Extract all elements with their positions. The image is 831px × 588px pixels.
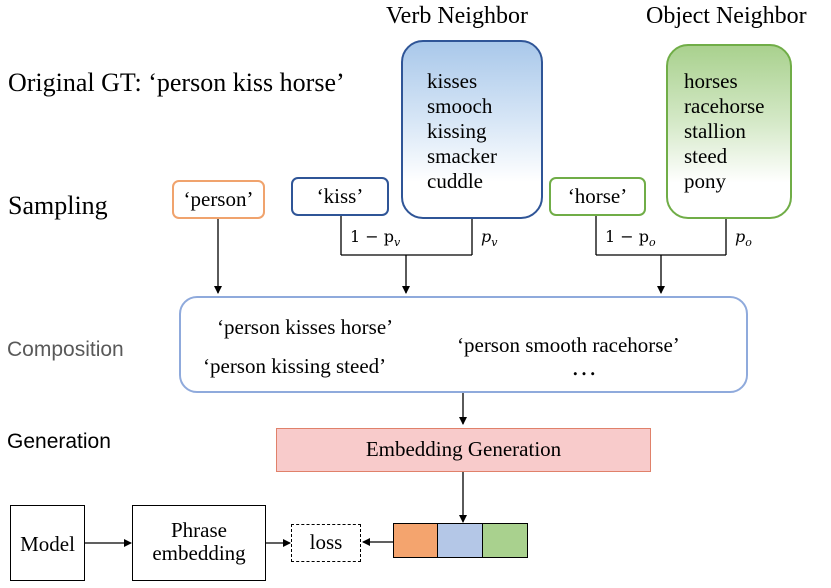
object-replace-probability: po	[735, 227, 752, 250]
embedding-cell-blue	[437, 523, 483, 558]
phrase-embedding-box: Phrase embedding	[132, 505, 266, 581]
verb-neighbor-header: Verb Neighbor	[386, 3, 528, 29]
generation-label: Generation	[7, 430, 111, 453]
object-neighbor-item: stallion	[684, 119, 746, 143]
object-neighbor-item: horses	[684, 69, 738, 93]
verb-neighbor-item: cuddle	[427, 169, 483, 193]
model-label: Model	[20, 532, 75, 556]
object-neighbor-item: racehorse	[684, 94, 765, 118]
model-box: Model	[10, 505, 85, 581]
verb-neighbor-item: smooch	[427, 94, 493, 118]
object-keep-probability: 1 − po	[605, 227, 656, 250]
object-neighbor-item: pony	[684, 169, 726, 193]
embedding-generation-box: Embedding Generation	[276, 428, 651, 472]
verb-neighbor-item: kissing	[427, 119, 487, 143]
object-token-box: ‘horse’	[549, 177, 646, 216]
embedding-cell-green	[482, 523, 528, 558]
object-token: ‘horse’	[567, 184, 628, 208]
composition-label: Composition	[7, 338, 124, 361]
verb-neighbor-item: kisses	[427, 69, 478, 93]
composition-ellipsis: …	[571, 352, 597, 381]
original-gt-label: Original GT: ‘person kiss horse’	[8, 68, 345, 97]
verb-token-box: ‘kiss’	[291, 177, 389, 216]
composition-phrase-2: ‘person kissing steed’	[203, 354, 387, 378]
embedding-label: embedding	[152, 541, 246, 565]
object-neighbor-item: steed	[684, 144, 728, 168]
verb-neighbor-item: smacker	[427, 144, 497, 168]
embedding-cell-orange	[393, 523, 438, 558]
subject-token: ‘person’	[183, 187, 254, 211]
phrase-label: Phrase	[171, 518, 227, 542]
verb-replace-probability: pv	[481, 227, 498, 250]
composition-box: ‘person kisses horse’ ‘person kissing st…	[179, 296, 748, 393]
composition-phrase-3: ‘person smooth racehorse’	[457, 333, 680, 357]
composition-phrase-1: ‘person kisses horse’	[217, 315, 394, 339]
sampling-label: Sampling	[8, 191, 108, 220]
object-neighbor-header: Object Neighbor	[646, 3, 807, 29]
subject-token-box: ‘person’	[172, 180, 265, 219]
verb-token: ‘kiss’	[316, 184, 364, 208]
loss-label: loss	[309, 530, 343, 554]
embedding-generation-label: Embedding Generation	[365, 437, 562, 461]
loss-box: loss	[291, 524, 361, 562]
verb-keep-probability: 1 − pv	[350, 227, 401, 250]
